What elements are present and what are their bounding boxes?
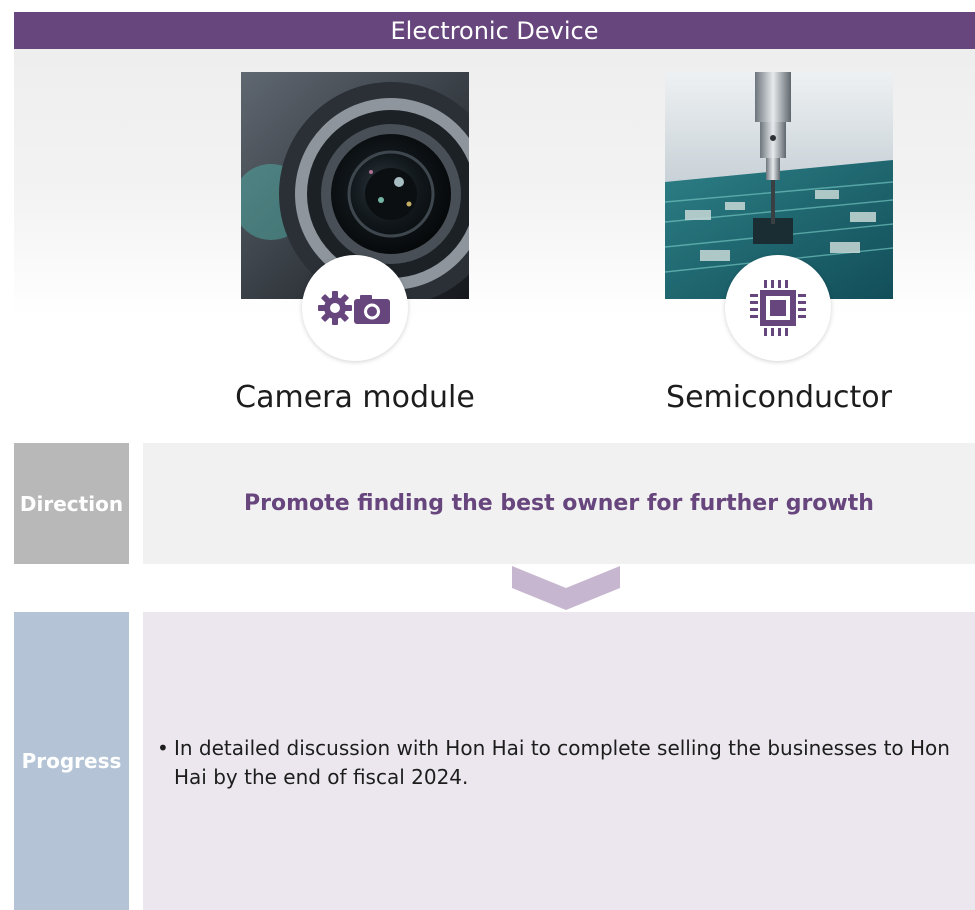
chip-icon-badge xyxy=(725,255,831,361)
camera-gear-icon-badge xyxy=(302,255,408,361)
direction-panel: Promote finding the best owner for furth… xyxy=(143,443,975,564)
direction-label-text: Direction xyxy=(19,491,124,516)
section-header: Electronic Device xyxy=(14,12,975,49)
progress-item: In detailed discussion with Hon Hai to c… xyxy=(157,734,957,792)
progress-label-text: Progress xyxy=(21,749,122,773)
chip-icon xyxy=(750,280,806,336)
chevron-down-icon xyxy=(512,566,620,610)
progress-panel: In detailed discussion with Hon Hai to c… xyxy=(143,612,975,910)
direction-text: Promote finding the best owner for furth… xyxy=(244,491,874,516)
camera-lens-photo xyxy=(241,72,469,299)
direction-label: Direction xyxy=(14,443,129,564)
segment-caption-camera: Camera module xyxy=(235,380,475,415)
progress-list: In detailed discussion with Hon Hai to c… xyxy=(157,734,957,792)
segment-caption-semiconductor: Semiconductor xyxy=(666,380,892,415)
progress-label: Progress xyxy=(14,612,129,910)
section-title: Electronic Device xyxy=(390,16,599,45)
camera-gear-icon xyxy=(318,291,390,325)
